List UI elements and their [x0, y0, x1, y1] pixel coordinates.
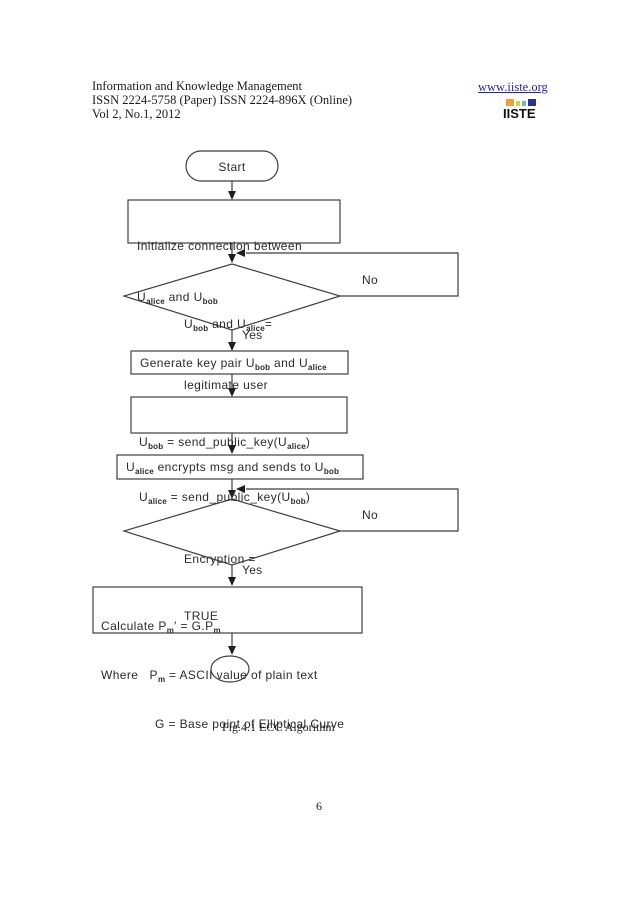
text-segment: U — [184, 317, 194, 331]
init-line2: Ualice and Ubob — [137, 289, 302, 310]
init-line1: Initialize connection between — [137, 239, 303, 253]
website-link[interactable]: www.iiste.org — [478, 80, 548, 94]
text-segment: and U — [208, 317, 247, 331]
text-segment: Calculate P — [101, 619, 167, 633]
node-check-user-label: Ubob and Ualice= legitimate user — [184, 277, 272, 433]
node-init-label: Initialize connection between Ualice and… — [137, 204, 302, 344]
subscript: alice — [246, 324, 265, 333]
process-calc-shape — [92, 586, 363, 634]
subscript: m — [157, 675, 166, 684]
journal-volume: Vol 2, No.1, 2012 — [92, 107, 181, 121]
text-segment: U — [139, 435, 149, 449]
text-segment: = send_public_key(U — [166, 490, 291, 504]
arrow-check-enc-to-calc — [228, 565, 236, 586]
node-encrypt-label: Ualice encrypts msg and sends to Ubob — [126, 459, 339, 480]
arrow-gen-key-to-send-key — [228, 374, 236, 397]
calc-line1: Calculate Pm′ = G.Pm — [101, 619, 344, 638]
text-segment: = ASCII value of plain text — [165, 668, 318, 682]
loop-no-check-user — [236, 249, 459, 297]
subscript: alice — [146, 297, 165, 306]
subscript: alice — [148, 497, 167, 506]
subscript: bob — [290, 497, 306, 506]
text-segment: U — [137, 290, 147, 304]
text-segment: ) — [305, 490, 311, 504]
send-key-line2: Ualice = send_public_key(Ubob) — [139, 489, 310, 510]
calc-line2: Where Pm = ASCII value of plain text — [101, 668, 344, 687]
subscript: bob — [193, 324, 209, 333]
journal-title: Information and Knowledge Management — [92, 79, 303, 93]
arrow-check-user-to-gen-key — [228, 330, 236, 351]
text-segment: ′ = G.P — [174, 619, 214, 633]
start-node-label: Start — [218, 160, 246, 174]
arrow-start-to-init — [228, 181, 236, 200]
calc-line3: G = Base point of Elliptical Curve — [155, 717, 345, 731]
logo-blocks-icon — [506, 98, 543, 106]
logo-block-yellow — [516, 101, 520, 106]
text-segment: ) — [305, 435, 311, 449]
logo-block-orange — [506, 99, 514, 106]
end-node-shape — [210, 655, 250, 683]
yes-label-2: Yes — [242, 563, 263, 577]
check-enc-line1: Encryption = — [184, 552, 256, 566]
text-segment: and U — [164, 290, 203, 304]
node-send-key-label: Ubob = send_public_key(Ualice) Ualice = … — [139, 400, 310, 544]
process-encrypt-shape — [116, 454, 364, 480]
check-enc-line2: TRUE — [184, 609, 219, 623]
text-segment: = send_public_key(U — [163, 435, 288, 449]
process-send-key-shape — [130, 396, 348, 434]
process-init-shape — [127, 199, 341, 244]
text-segment: = — [264, 317, 273, 331]
iiste-logo: IISTE — [503, 98, 543, 120]
journal-issn: ISSN 2224-5758 (Paper) ISSN 2224-896X (O… — [92, 93, 353, 107]
subscript: alice — [135, 467, 154, 476]
arrow-send-key-to-encrypt — [228, 433, 236, 454]
no-label-2: No — [362, 508, 378, 522]
process-gen-key-shape — [130, 350, 349, 375]
figure-caption: Fig.4.1 ECC Algorithm — [222, 720, 335, 734]
check-user-line1: Ubob and Ualice= — [184, 315, 272, 338]
node-calc-label: Calculate Pm′ = G.Pm Where Pm = ASCII va… — [101, 589, 344, 762]
subscript: m — [166, 626, 175, 635]
text-segment: encrypts msg and sends to U — [153, 460, 324, 474]
no-label-1: No — [362, 273, 378, 287]
logo-block-lightblue — [522, 101, 526, 106]
node-check-enc-label: Encryption = TRUE — [184, 512, 256, 664]
logo-text: IISTE — [503, 106, 536, 121]
subscript: alice — [287, 442, 306, 451]
arrow-encrypt-to-check-enc — [228, 479, 236, 499]
loop-no-check-enc — [236, 485, 459, 532]
node-gen-key-label: Generate key pair Ubob and Ualice — [140, 355, 327, 376]
text-segment: and U — [270, 356, 309, 370]
yes-label-1: Yes — [242, 328, 263, 342]
subscript: bob — [255, 363, 271, 372]
subscript: bob — [148, 442, 164, 451]
check-user-line2: legitimate user — [184, 378, 269, 392]
journal-info: Information and Knowledge Management ISS… — [92, 79, 352, 121]
subscript: m — [213, 626, 221, 635]
subscript: alice — [308, 363, 327, 372]
send-key-line1: Ubob = send_public_key(Ualice) — [139, 434, 310, 455]
text-segment: U — [126, 460, 136, 474]
text-segment: Generate key pair U — [140, 356, 255, 370]
arrow-calc-to-end — [228, 633, 236, 655]
logo-block-darkblue — [528, 99, 536, 106]
arrow-init-to-check-user — [228, 243, 236, 263]
text-segment: Where P — [101, 668, 158, 682]
subscript: bob — [202, 297, 218, 306]
subscript: bob — [323, 467, 340, 476]
page-number: 6 — [316, 799, 322, 813]
text-segment: U — [139, 490, 149, 504]
